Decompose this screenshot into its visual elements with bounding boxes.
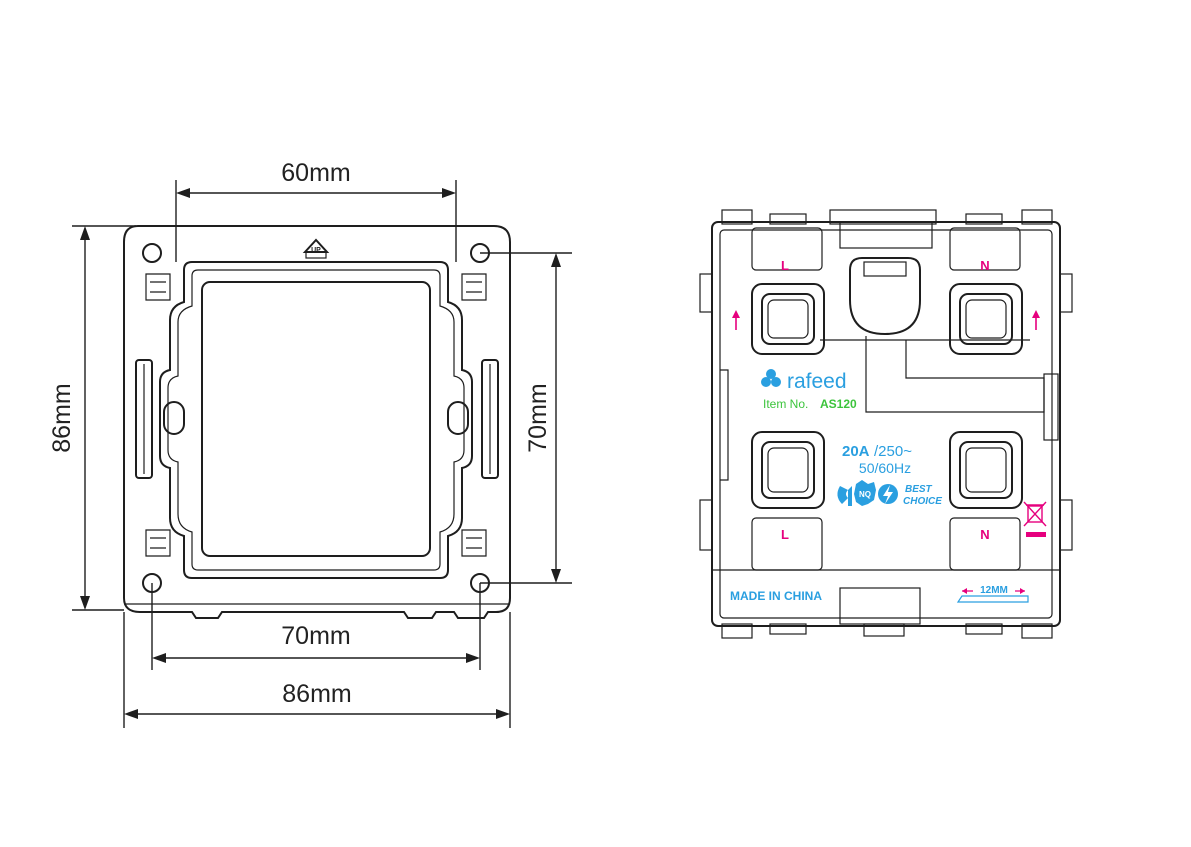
module-top-lug-right	[1021, 209, 1053, 225]
lightning-badge-icon	[878, 484, 898, 504]
rating-frequency: 50/60Hz	[859, 460, 911, 476]
dimension-right-label: 70mm	[524, 383, 552, 452]
dimension-right-70mm: 70mm	[480, 252, 572, 584]
brand-name: rafeed	[787, 370, 847, 393]
dimension-bottom-86mm: 86mm	[123, 612, 511, 728]
weee-bin-icon	[1023, 501, 1047, 537]
terminal-screw-top-right	[949, 283, 1023, 355]
frame-center-window	[201, 281, 431, 557]
frame-clip-top-right	[461, 273, 487, 301]
item-number-label: Item No.	[763, 397, 808, 411]
rating-current: 20A	[842, 443, 870, 460]
frame-side-slot-right	[481, 359, 499, 479]
nq-badge-icon: NQ	[854, 480, 876, 506]
frame-clip-top-left	[145, 273, 171, 301]
certification-mark-icon	[837, 486, 852, 506]
rating-voltage: /250~	[874, 443, 912, 460]
terminal-label-bottom-left: L	[781, 527, 789, 542]
dimension-top-label: 60mm	[281, 159, 350, 187]
module-center-arch	[849, 257, 921, 336]
made-in-label: MADE IN CHINA	[730, 589, 822, 603]
frame-outer-plate	[123, 225, 511, 619]
dimension-bottom-outer-label: 86mm	[282, 680, 351, 708]
terminal-screw-top-left	[751, 283, 825, 355]
switch-module-drawing: L N L N rafeed Item No. AS120 20A /250~ …	[699, 209, 1073, 639]
frame-side-slot-left	[135, 359, 153, 479]
best-choice-line1: BEST	[905, 484, 933, 495]
terminal-label-top-right: N	[980, 258, 989, 273]
frame-aperture-outer	[159, 261, 473, 579]
frame-oval-right	[447, 401, 469, 435]
module-top-lug-center	[829, 209, 937, 225]
up-mark-label: UP	[311, 247, 321, 254]
nq-badge-text: NQ	[859, 490, 871, 499]
dimension-left-86mm: 86mm	[48, 225, 136, 611]
terminal-screw-bottom-left	[751, 431, 825, 509]
dimension-left-label: 86mm	[48, 383, 76, 452]
module-top-lug-left	[721, 209, 753, 225]
up-arrow-icon-left	[732, 310, 740, 330]
dimension-top-60mm: 60mm	[175, 159, 457, 262]
frame-aperture-inner	[167, 269, 465, 571]
module-body	[711, 221, 1061, 627]
terminal-screw-bottom-right	[949, 431, 1023, 509]
frame-oval-left	[163, 401, 185, 435]
strip-length-label: 12MM	[980, 585, 1008, 596]
up-arrow-icon: UP	[302, 238, 330, 259]
dimension-bottom-70mm: 70mm	[151, 583, 481, 670]
strip-length-gauge: 12MM	[956, 583, 1029, 603]
brand-logo-icon	[761, 369, 781, 387]
frame-hole-top-left	[142, 243, 162, 263]
terminal-label-bottom-right: N	[980, 527, 989, 542]
terminal-label-top-left: L	[781, 258, 789, 273]
frame-clip-bottom-left	[145, 529, 171, 557]
up-arrow-icon-right	[1032, 310, 1040, 330]
frame-clip-bottom-right	[461, 529, 487, 557]
mounting-frame-drawing: UP	[123, 225, 511, 619]
dimension-bottom-inner-label: 70mm	[281, 622, 350, 650]
best-choice-line2: CHOICE	[903, 496, 942, 507]
item-number-value: AS120	[820, 397, 857, 411]
